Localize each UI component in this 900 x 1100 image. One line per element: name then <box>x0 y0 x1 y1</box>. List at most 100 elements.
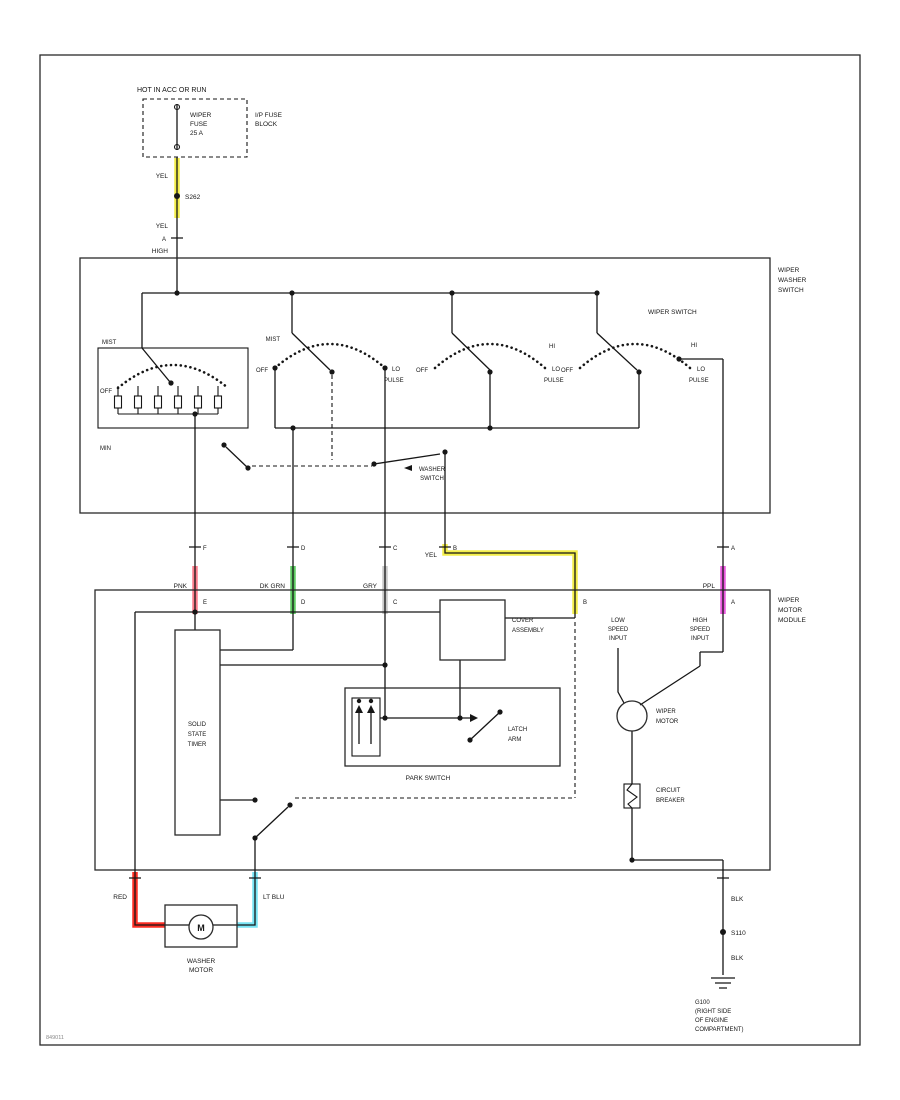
switch-box-name: SWITCH <box>778 287 804 294</box>
park-contact-arrow-icon <box>367 705 375 713</box>
park-contact-arrow-icon <box>355 705 363 713</box>
splice-label: S110 <box>731 930 746 937</box>
circuit-breaker-label: BREAKER <box>656 798 685 804</box>
pin-label: D <box>301 600 306 606</box>
pin-label: A <box>731 546 735 552</box>
wafer2-mist: MIST <box>266 337 281 343</box>
ground-location-label: COMPARTMENT) <box>695 1027 743 1033</box>
timer-label: SOLID <box>188 722 207 728</box>
washer-motor-label: MOTOR <box>189 967 213 974</box>
wire-color-label: BLK <box>731 896 744 903</box>
delay-resistors <box>113 395 223 409</box>
park-switch-box <box>344 687 561 767</box>
wafer2-contact-arc <box>273 342 387 370</box>
fuse-rating: 25 A <box>190 130 204 137</box>
footer-code: 849011 <box>46 1035 64 1041</box>
power-feed-wires <box>171 157 183 293</box>
wafer3-off: OFF <box>416 368 428 374</box>
pin-label: F <box>203 546 207 552</box>
fuse-box-outline <box>142 98 248 158</box>
switch-arms <box>141 332 638 383</box>
washer-switch-label: SWITCH <box>420 476 444 482</box>
pin-label: C <box>393 600 398 606</box>
latch-arm-arrow-icon <box>470 714 478 722</box>
wiper-washer-switch-box <box>79 257 771 514</box>
wafer2-pulse: PULSE <box>384 378 404 384</box>
splice-s262-dot <box>174 193 180 199</box>
feed-routing <box>141 292 598 348</box>
module-name: MODULE <box>778 617 806 624</box>
pin-label: A <box>731 600 735 606</box>
splice-label: S262 <box>185 194 201 201</box>
wafer2-lo: LO <box>392 367 400 373</box>
wiper-motor-module-box <box>94 589 771 871</box>
wafer4-off: OFF <box>561 368 573 374</box>
labels: HOT IN ACC OR RUN WIPER FUSE 25 A I/P FU… <box>46 87 807 1041</box>
washer-contact-arms <box>225 446 441 469</box>
module-name: MOTOR <box>778 607 802 614</box>
module-name: WIPER <box>778 597 800 604</box>
ground-location-label: (RIGHT SIDE <box>695 1009 731 1015</box>
pin-label: E <box>203 600 207 606</box>
timer-label: STATE <box>188 732 206 738</box>
harness-verticals <box>194 513 724 590</box>
fuse-block-label: BLOCK <box>255 121 278 128</box>
wafer3-hi: HI <box>549 344 555 350</box>
wiper-motor-label: WIPER <box>656 709 676 715</box>
wafer4-lo: LO <box>697 367 705 373</box>
wafer1-off: OFF <box>100 389 112 395</box>
timer-label: TIMER <box>188 742 207 748</box>
diagram-border <box>39 54 861 1046</box>
feed-wire <box>171 157 183 293</box>
pin-label: B <box>453 546 457 552</box>
fuse-block-label: I/P FUSE <box>255 112 283 119</box>
wire-color-label: YEL <box>425 552 438 559</box>
fuse-label: WIPER <box>190 112 212 119</box>
pin-label: D <box>301 546 306 552</box>
delay-resistor-box <box>97 347 249 429</box>
fuse-terminal-bottom <box>173 143 181 151</box>
wafer3-contact-arc <box>433 342 547 370</box>
ground-icon <box>711 977 735 989</box>
wire-color-label: GRY <box>363 583 378 590</box>
wire-color-label: YEL <box>156 223 169 230</box>
hot-feed-label: HOT IN ACC OR RUN <box>137 87 207 94</box>
harness-wires <box>189 513 729 590</box>
wafer4-contact-arc <box>578 342 692 370</box>
wafer1-contact-arc <box>116 363 230 390</box>
cover-assembly-label: COVER <box>512 618 534 624</box>
washer-motor-box <box>164 904 238 948</box>
ground-location-label: OF ENGINE <box>695 1018 728 1024</box>
fuse-block <box>142 98 248 158</box>
park-contact-housing <box>351 697 381 757</box>
yellow-washer-wire <box>442 544 578 614</box>
wiper-switch-label: WIPER SWITCH <box>648 309 697 316</box>
pin-label: C <box>393 546 398 552</box>
switch-outputs <box>194 358 724 513</box>
high-speed-input-label: HIGH <box>693 618 708 624</box>
motor-m-label: M <box>197 923 205 933</box>
module-internal-wiring <box>134 590 724 870</box>
high-speed-input-label: SPEED <box>690 627 711 633</box>
high-speed-input-label: INPUT <box>691 636 709 642</box>
circuit-breaker-element <box>626 783 638 809</box>
wafer4-pulse: PULSE <box>689 378 709 384</box>
light-blue-wire <box>237 872 258 928</box>
wafer3-lo: LO <box>552 367 560 373</box>
resistor-ladder-wires <box>117 386 219 415</box>
pin-label: B <box>583 600 587 606</box>
wire-color-label: YEL <box>156 173 169 180</box>
fuse-terminal-top <box>173 103 181 111</box>
junction-dots <box>168 193 726 935</box>
fuse-label: FUSE <box>190 121 208 128</box>
bottom-wires <box>129 870 729 975</box>
low-speed-input-label: LOW <box>611 618 625 624</box>
cover-assembly-box <box>439 599 506 661</box>
low-speed-input-label: SPEED <box>608 627 629 633</box>
washer-switch-label: WASHER <box>419 467 446 473</box>
washer-motor-icon <box>188 914 214 940</box>
wire-color-label: LT BLU <box>263 894 285 901</box>
wire-color-label: RED <box>113 894 127 901</box>
switch-box-name: WIPER <box>778 267 800 274</box>
